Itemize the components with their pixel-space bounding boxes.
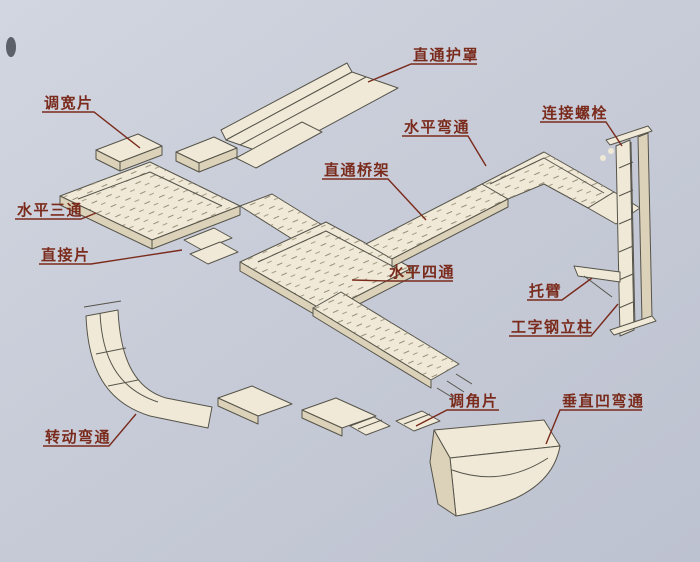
- leader-lines: [15, 63, 642, 447]
- label-width-adjust: 调宽片: [44, 94, 94, 112]
- leader-horizontal-tee: [15, 212, 97, 220]
- connecting-bolt-shape: [600, 148, 614, 161]
- straight-tray-shape: [365, 183, 509, 268]
- tray-branch-lower: [312, 291, 473, 400]
- leader-connecting-bolt: [540, 121, 623, 147]
- width-adjust-piece: [95, 133, 163, 172]
- label-horizontal-cross: 水平四通: [389, 263, 455, 281]
- label-straight-cover: 直通护罩: [413, 46, 479, 64]
- support-arm-shape: [573, 265, 621, 298]
- label-horizontal-tee: 水平三通: [17, 201, 83, 219]
- labels: 直通护罩 调宽片 水平三通 直接片 水平弯通 连接螺栓 直通桥架 水平四通 托臂…: [17, 46, 645, 446]
- horizontal-tee-shape: [59, 161, 241, 250]
- label-support-arm: 托臂: [529, 282, 562, 300]
- leader-width-adjust: [42, 111, 141, 149]
- leader-horizontal-elbow: [402, 135, 487, 167]
- rotating-elbow-shape: [83, 300, 213, 429]
- tray-segment: [217, 385, 293, 425]
- label-vertical-concave: 垂直凹弯通: [562, 392, 645, 410]
- label-connector-piece: 直接片: [41, 246, 91, 264]
- horizontal-cross-shape: [239, 221, 413, 322]
- label-connecting-bolt: 连接螺栓: [542, 104, 608, 122]
- width-adjust-piece: [175, 136, 238, 173]
- connector-piece: [183, 227, 239, 265]
- ink-smudge: [6, 37, 16, 57]
- straight-cover-shape: [220, 62, 399, 169]
- leader-i-beam-column: [509, 303, 619, 337]
- angle-adjust-piece: [395, 410, 441, 432]
- label-i-beam-column: 工字钢立柱: [511, 318, 594, 336]
- leader-angle-adjust: [415, 409, 499, 427]
- label-angle-adjust: 调角片: [449, 392, 499, 410]
- leader-vertical-concave: [545, 409, 642, 445]
- leader-support-arm: [527, 277, 593, 301]
- vertical-concave-elbow-shape: [429, 419, 561, 517]
- leader-straight-tray: [322, 178, 427, 221]
- leader-connector-piece: [39, 249, 183, 265]
- label-straight-tray: 直通桥架: [324, 161, 390, 179]
- angle-adjust-piece: [349, 416, 391, 436]
- leader-rotating-elbow: [43, 413, 137, 447]
- tray-segment: [301, 397, 377, 437]
- leader-horizontal-cross: [351, 279, 453, 282]
- label-rotating-elbow: 转动弯通: [45, 428, 111, 446]
- label-horizontal-elbow: 水平弯通: [404, 118, 470, 136]
- leader-straight-cover: [367, 63, 477, 83]
- i-beam-column-shape: [605, 125, 657, 337]
